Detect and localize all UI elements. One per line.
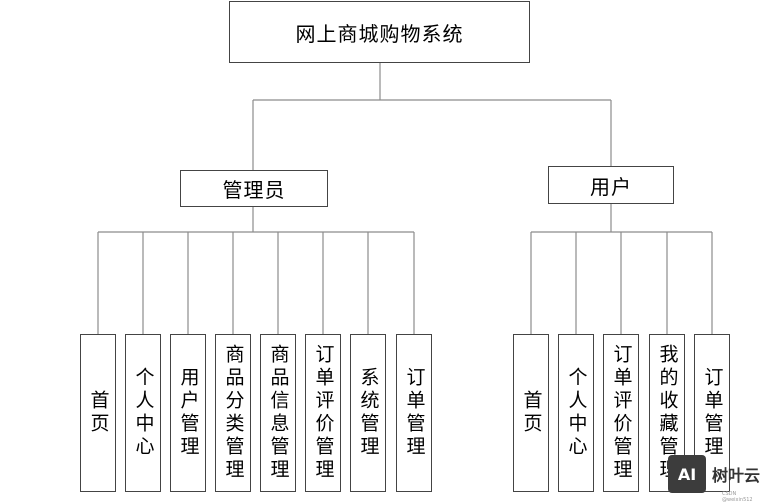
group-node-admin: 管理员 [180, 170, 328, 207]
admin-leaf-system-management: 系统管理 [350, 334, 386, 492]
admin-leaf-personal-center: 个人中心 [125, 334, 161, 492]
admin-leaf-category-management: 商品分类管理 [215, 334, 251, 492]
user-leaf-review-management: 订单评价管理 [603, 334, 639, 492]
root-label: 网上商城购物系统 [295, 21, 464, 46]
leaf-label: 个人中心 [132, 367, 155, 459]
leaf-label: 订单管理 [701, 367, 724, 459]
leaf-label: 首页 [87, 390, 110, 436]
group-node-user: 用户 [548, 166, 674, 204]
admin-leaf-order-management: 订单管理 [396, 334, 432, 492]
leaf-label: 商品信息管理 [267, 344, 290, 482]
leaf-label: 个人中心 [565, 367, 588, 459]
admin-leaf-review-management: 订单评价管理 [305, 334, 341, 492]
watermark-logo-text: AI [677, 464, 697, 484]
root-node: 网上商城购物系统 [229, 1, 530, 63]
leaf-label: 我的收藏管理 [656, 344, 679, 482]
leaf-label: 首页 [520, 390, 543, 436]
watermark-logo-icon: AI [668, 455, 706, 493]
user-leaf-personal-center: 个人中心 [558, 334, 594, 492]
admin-leaf-home: 首页 [80, 334, 116, 492]
group-label-admin: 管理员 [222, 178, 286, 202]
admin-leaf-product-management: 商品信息管理 [260, 334, 296, 492]
watermark-text: 树叶云 [712, 466, 761, 485]
leaf-label: 订单评价管理 [312, 344, 335, 482]
user-leaf-home: 首页 [513, 334, 549, 492]
leaf-label: 订单管理 [403, 367, 426, 459]
credit-text: CSDN @weixin512 [722, 491, 753, 503]
user-leaf-order-management: 订单管理 [694, 334, 730, 492]
leaf-label: 商品分类管理 [222, 344, 245, 482]
group-label-user: 用户 [590, 174, 632, 199]
user-leaf-favorites-management: 我的收藏管理 [649, 334, 685, 492]
leaf-label: 用户管理 [177, 367, 200, 459]
admin-leaf-user-management: 用户管理 [170, 334, 206, 492]
leaf-label: 订单评价管理 [610, 344, 633, 482]
leaf-label: 系统管理 [357, 367, 380, 459]
